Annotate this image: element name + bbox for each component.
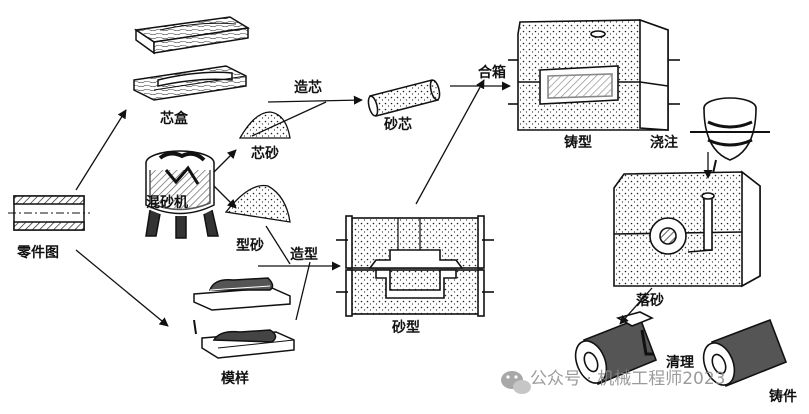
label-sand-mold: 砂型 [392,320,420,336]
castings-figure [574,311,788,388]
label-casting: 铸件 [769,389,797,405]
casting-mold-figure [508,18,680,131]
label-pouring: 浇注 [650,135,678,151]
label-molding: 造型 [290,247,318,263]
label-mold-closing: 合箱 [478,65,506,81]
label-cleaning: 清理 [666,355,694,371]
watermark-text: 公众号 · 机械工程师2023 [530,369,726,389]
sand-mixer-figure [145,150,219,239]
wechat-icon [501,371,531,394]
label-core-sand: 芯砂 [251,146,279,162]
poured-mold-figure [613,170,761,288]
core-sand-pile [238,111,291,139]
label-part-drawing: 零件图 [17,245,59,261]
sand-mold-figure [336,215,494,317]
molding-sand-pile [224,184,291,223]
sand-core-figure [367,79,441,117]
label-core-box: 芯盒 [160,111,188,127]
label-sand-mixer: 混砂机 [146,195,188,211]
label-pattern: 模样 [221,371,249,387]
label-casting-mold: 铸型 [564,135,592,151]
flow-arrows [75,79,713,327]
label-sand-core: 砂芯 [384,117,412,133]
label-molding-sand: 型砂 [236,238,264,254]
ladle-figure [690,97,770,179]
core-box-figure [133,16,251,101]
pattern-figure [193,277,295,359]
label-shakeout: 落砂 [636,293,664,309]
part-drawing-figure [8,195,90,231]
label-core-making: 造芯 [294,80,322,96]
